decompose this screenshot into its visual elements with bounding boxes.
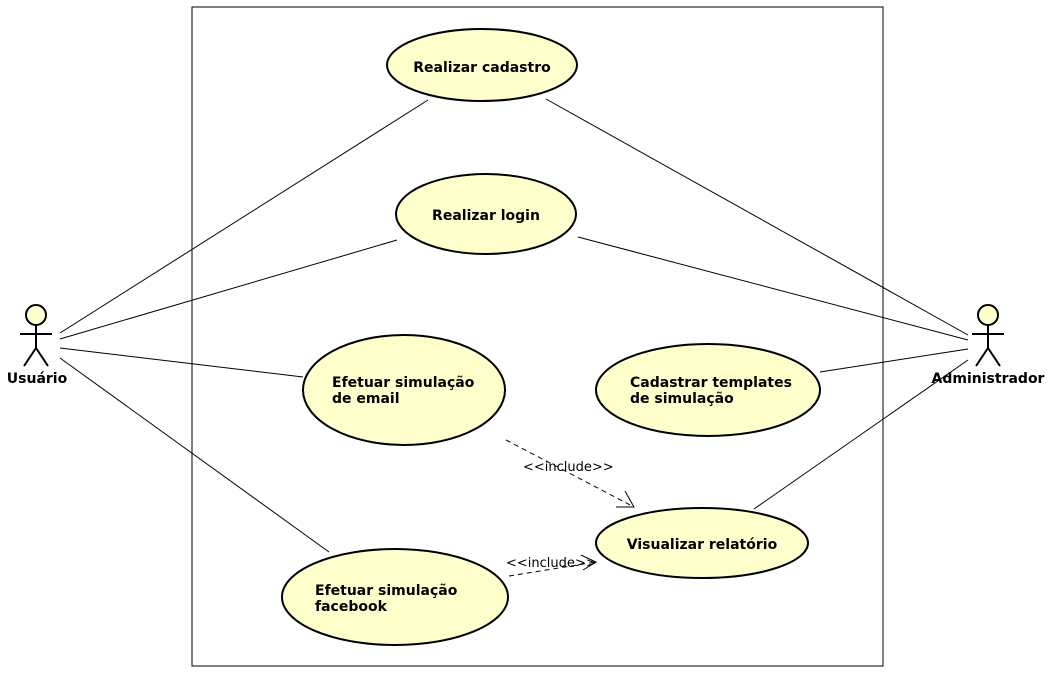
- use-case-realizar-cadastro[interactable]: Realizar cadastro: [386, 28, 578, 102]
- include-facebook-arrowhead: [580, 554, 598, 571]
- actor-usuario[interactable]: Usuário: [7, 304, 68, 387]
- use-case-efetuar-simulacao-email[interactable]: Efetuar simulação de email: [302, 334, 506, 446]
- use-case-efetuar-simulacao-email-line2: de email: [332, 391, 400, 407]
- assoc-admin-cadastro: [545, 98, 969, 336]
- include-dependencies: <<include>> <<include>>: [505, 439, 635, 577]
- use-case-realizar-cadastro-label: Realizar cadastro: [413, 60, 551, 76]
- assoc-usuario-login: [59, 239, 398, 340]
- actor-usuario-head: [25, 304, 47, 326]
- use-case-efetuar-simulacao-facebook-line2: facebook: [315, 599, 388, 615]
- use-case-visualizar-relatorio[interactable]: Visualizar relatório: [595, 507, 809, 579]
- system-boundary: [191, 6, 884, 667]
- assoc-admin-login: [577, 236, 969, 341]
- assoc-usuario-email: [59, 347, 304, 378]
- use-case-cadastrar-templates[interactable]: Cadastrar templates de simulação: [595, 343, 821, 437]
- include-facebook-label: <<include>>: [506, 556, 597, 571]
- use-case-efetuar-simulacao-facebook[interactable]: Efetuar simulação facebook: [281, 548, 509, 646]
- include-facebook-line: [508, 561, 597, 577]
- actor-usuario-label: Usuário: [7, 371, 68, 387]
- actor-administrador[interactable]: Administrador: [932, 304, 1045, 387]
- use-case-visualizar-relatorio-label: Visualizar relatório: [627, 537, 778, 553]
- assoc-admin-relatorio: [753, 359, 969, 510]
- associations: [59, 98, 969, 553]
- include-email-arrowhead: [616, 490, 635, 508]
- assoc-usuario-facebook: [59, 357, 330, 553]
- use-case-efetuar-simulacao-email-line1: Efetuar simulação: [332, 375, 475, 391]
- assoc-usuario-cadastro: [59, 99, 429, 334]
- use-case-realizar-login-label: Realizar login: [432, 208, 540, 224]
- use-case-realizar-login[interactable]: Realizar login: [395, 173, 577, 255]
- include-email-line: [505, 439, 635, 508]
- include-email-label: <<include>>: [523, 460, 614, 475]
- use-case-efetuar-simulacao-facebook-line1: Efetuar simulação: [315, 583, 458, 599]
- actor-administrador-head: [977, 304, 999, 326]
- actor-administrador-label: Administrador: [932, 371, 1045, 387]
- use-case-cadastrar-templates-line2: de simulação: [630, 391, 734, 407]
- assoc-admin-templates: [819, 348, 969, 373]
- use-case-cadastrar-templates-line1: Cadastrar templates: [630, 375, 792, 391]
